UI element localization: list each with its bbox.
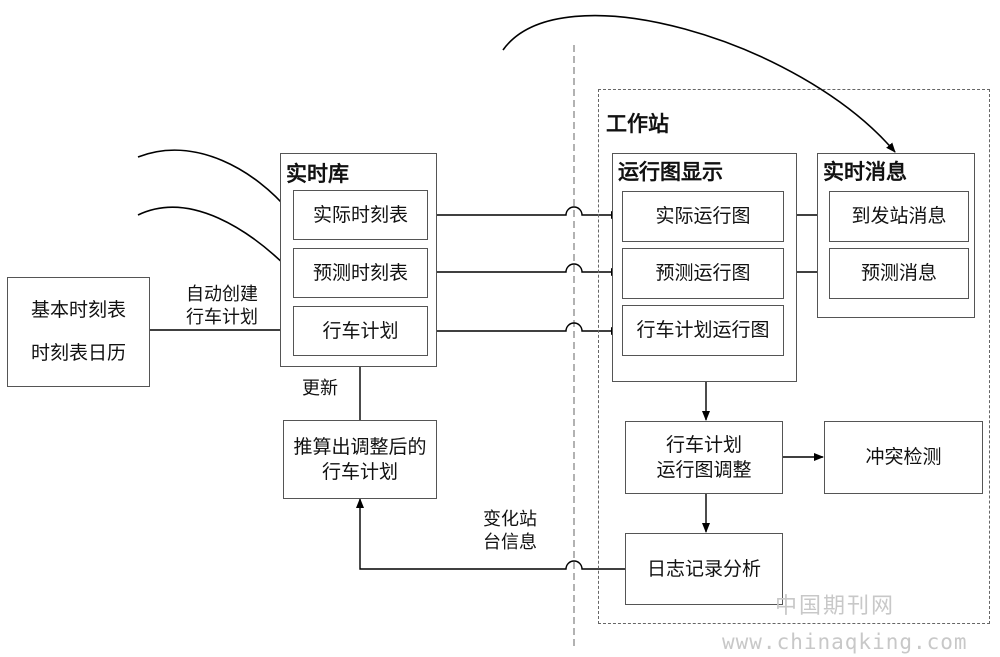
realtime-db-title: 实时库 bbox=[286, 162, 349, 186]
watermark-cn: 中国期刊网 bbox=[775, 594, 896, 619]
plan-adjust-box: 行车计划 运行图调整 bbox=[625, 421, 783, 494]
workstation-title: 工作站 bbox=[606, 112, 669, 136]
watermark-url: www.chinaqking.com bbox=[722, 630, 968, 654]
arrow-station-change bbox=[356, 498, 625, 570]
arrow-actual bbox=[428, 206, 621, 219]
plan-graph-box: 行车计划运行图 bbox=[622, 305, 784, 356]
arrival-departure-msg-box: 到发站消息 bbox=[829, 191, 969, 242]
auto-create-label: 自动创建 行车计划 bbox=[186, 284, 258, 329]
update-label: 更新 bbox=[302, 378, 338, 399]
curve-arrow-in-1 bbox=[137, 149, 291, 213]
curve-arrow-top bbox=[502, 14, 896, 153]
basic-timetable-label: 基本时刻表 bbox=[30, 299, 126, 322]
train-plan-box: 行车计划 bbox=[293, 306, 428, 356]
predicted-graph-box: 预测运行图 bbox=[622, 248, 784, 299]
workstation-container bbox=[598, 89, 990, 624]
arrow-predict bbox=[428, 263, 621, 276]
station-change-label: 变化站 台信息 bbox=[483, 509, 537, 554]
prediction-msg-box: 预测消息 bbox=[829, 248, 969, 299]
timetable-calendar-label: 时刻表日历 bbox=[30, 342, 126, 364]
arrow-plan bbox=[428, 322, 621, 335]
conflict-detect-box: 冲突检测 bbox=[824, 421, 983, 494]
realtime-messages-title: 实时消息 bbox=[823, 160, 907, 184]
actual-timetable-box: 实际时刻表 bbox=[293, 190, 428, 240]
curve-arrow-in-2 bbox=[137, 206, 291, 271]
predicted-timetable-box: 预测时刻表 bbox=[293, 248, 428, 298]
actual-graph-box: 实际运行图 bbox=[622, 191, 784, 242]
basic-timetable-box: 基本时刻表 时刻表日历 bbox=[7, 277, 150, 387]
graph-display-title: 运行图显示 bbox=[618, 160, 723, 184]
log-analysis-box: 日志记录分析 bbox=[625, 533, 783, 605]
calc-adjusted-plan-box: 推算出调整后的 行车计划 bbox=[283, 420, 437, 499]
